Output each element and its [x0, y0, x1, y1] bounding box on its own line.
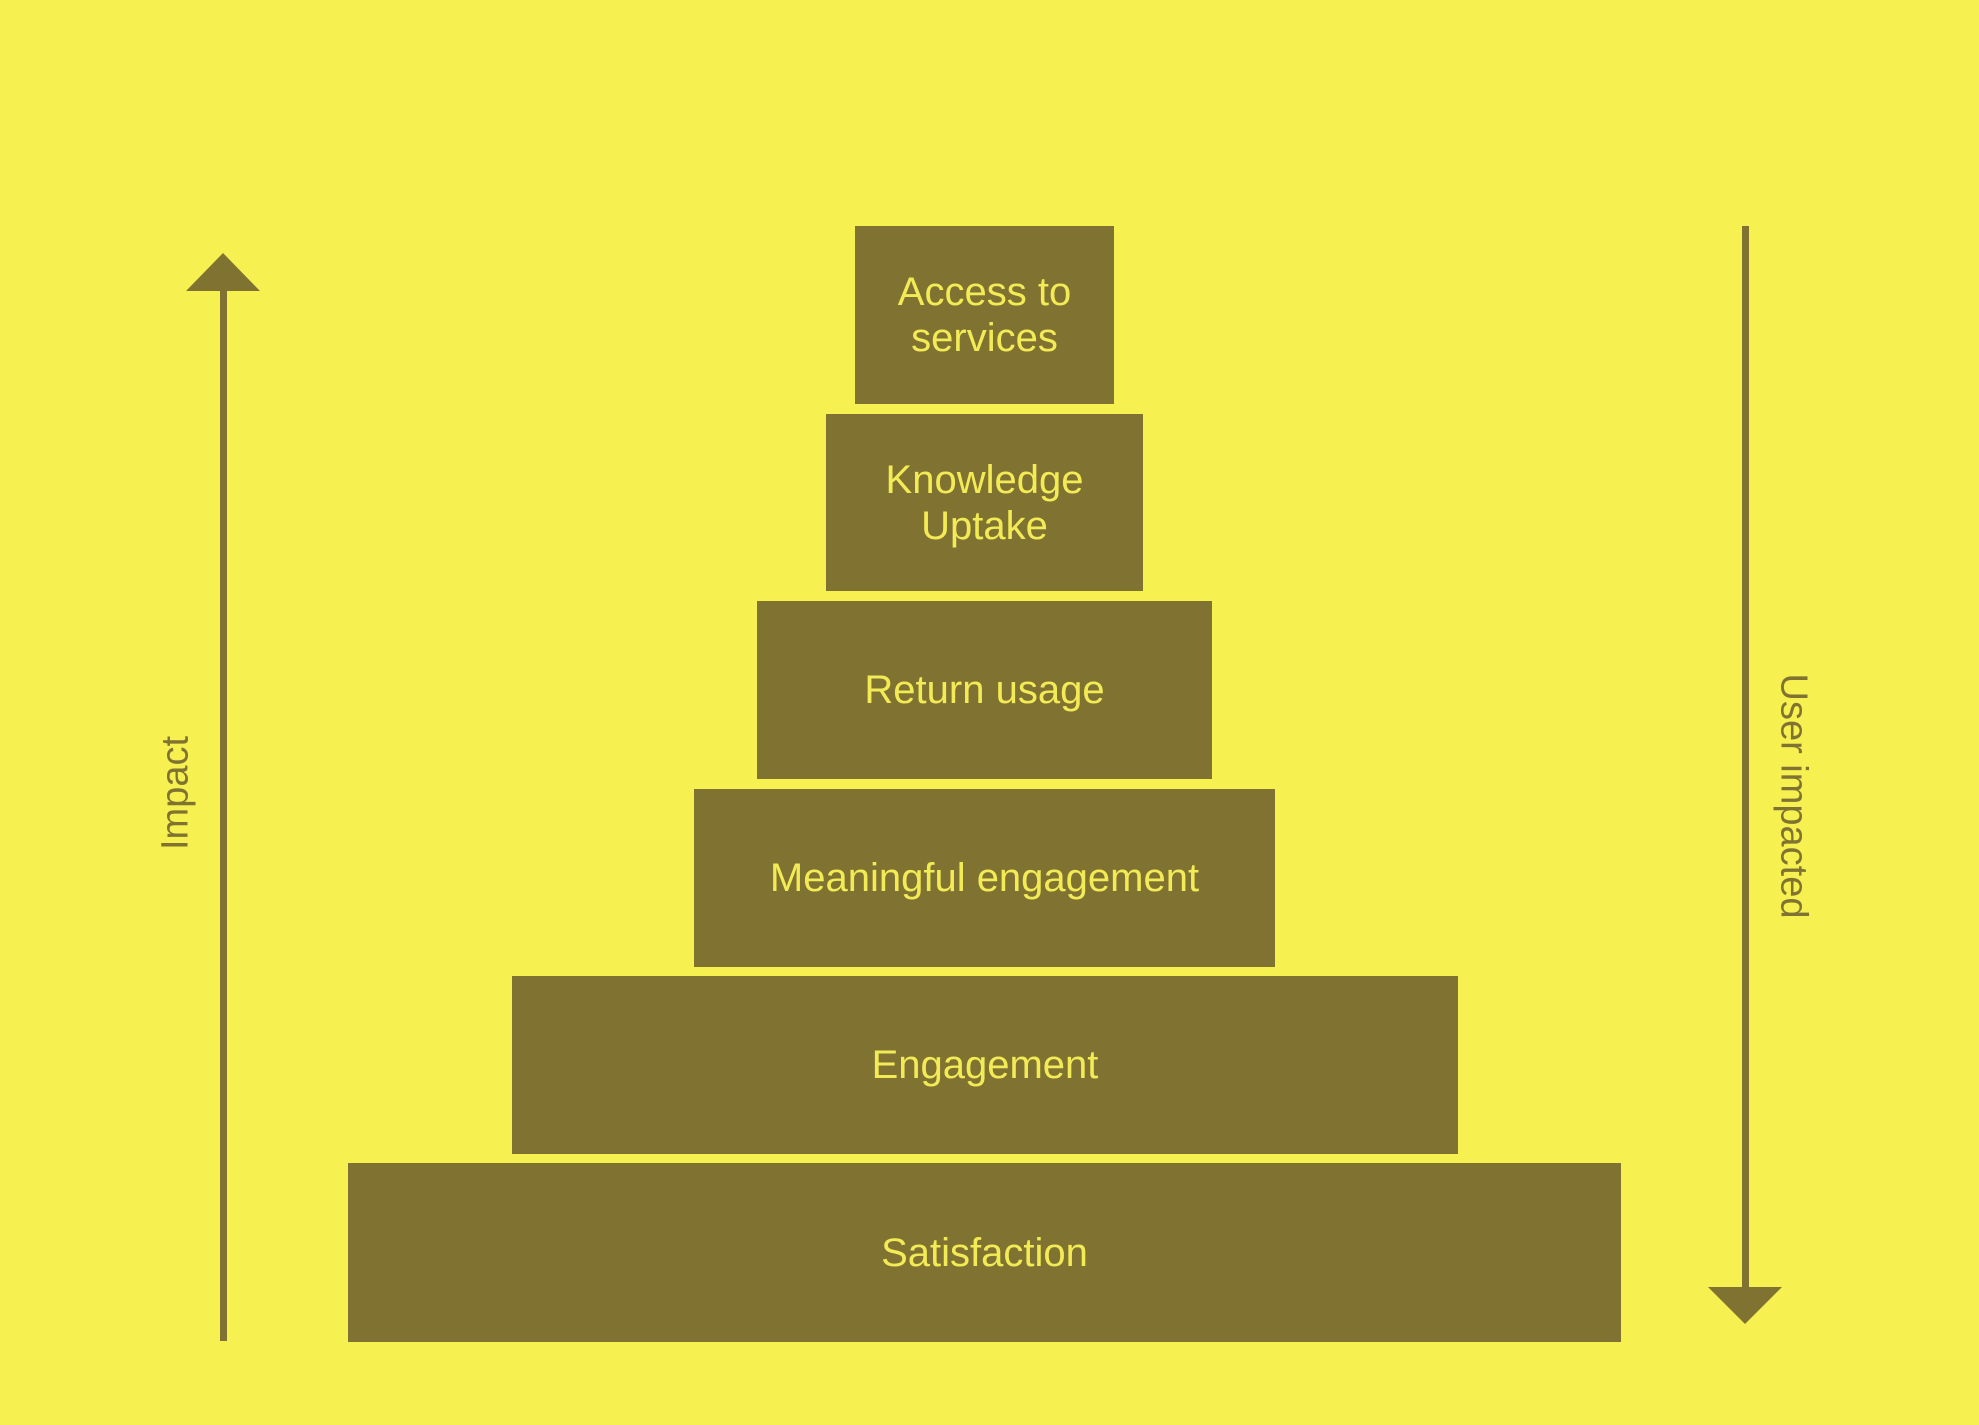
tier-engagement: Engagement [512, 976, 1458, 1154]
arrow-up-icon [186, 253, 260, 291]
tier-satisfaction: Satisfaction [348, 1163, 1621, 1342]
arrow-down-icon [1708, 1287, 1782, 1324]
user-impacted-axis-label: User impacted [1772, 673, 1815, 919]
impact-axis-line [220, 290, 227, 1341]
tier-label: Knowledge Uptake [885, 457, 1084, 548]
tier-label: Return usage [864, 668, 1105, 712]
tier-label: Engagement [871, 1043, 1099, 1087]
tier-label: Access to services [897, 270, 1072, 360]
tier-meaningful-engagement: Meaningful engagement [694, 789, 1275, 967]
tier-label: Meaningful engagement [769, 856, 1200, 900]
impact-axis-label: Impact [154, 735, 197, 851]
tier-knowledge-uptake: Knowledge Uptake [826, 414, 1143, 591]
user-impacted-axis-line [1742, 226, 1749, 1288]
tier-label: Satisfaction [881, 1230, 1088, 1275]
tier-return-usage: Return usage [757, 601, 1212, 779]
tier-access-to-services: Access to services [855, 226, 1114, 404]
